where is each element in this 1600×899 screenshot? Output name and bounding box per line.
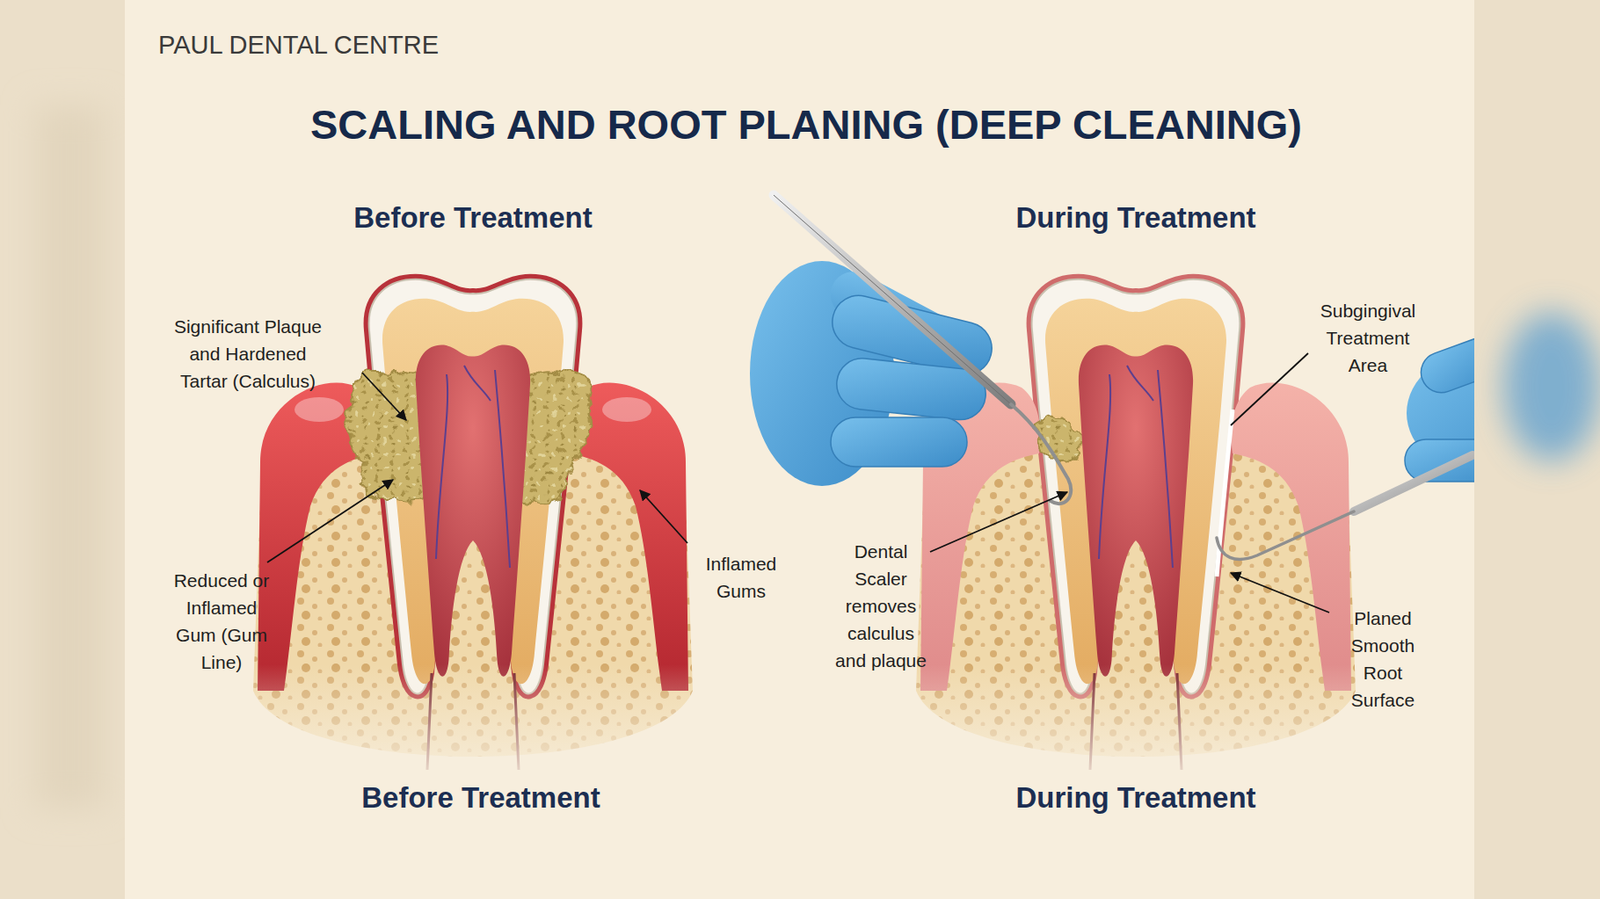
- periodontal-ligament: [1032, 279, 1241, 695]
- gloved-hand: [749, 261, 998, 487]
- enamel: [1032, 279, 1241, 695]
- nerve: [436, 365, 510, 568]
- scaler-tip: [1216, 511, 1354, 560]
- nerve: [1098, 365, 1173, 568]
- callout-label: Subgingival Treatment Area: [1310, 297, 1426, 379]
- scaler-handle: [773, 195, 1011, 405]
- leader-line: [930, 492, 1068, 553]
- gloved-hand: [1216, 327, 1475, 560]
- scaler-handle: [1353, 455, 1473, 512]
- scaler-tip: [1010, 404, 1071, 504]
- glove-thumb: [1415, 327, 1475, 399]
- dental-scaler: [773, 195, 1071, 504]
- gum-highlight: [294, 397, 344, 422]
- leader-line: [1230, 353, 1309, 426]
- callout-label: Reduced or Inflamed Gum (Gum Line): [169, 567, 274, 677]
- scaler-edge: [773, 195, 1011, 405]
- tooth-before: [235, 279, 711, 788]
- panel-caption: During Treatment: [933, 780, 1339, 816]
- side-blur-glove: [1503, 312, 1600, 462]
- leader-line: [362, 372, 407, 421]
- gum: [1231, 382, 1352, 691]
- leader-lines: [267, 353, 1330, 613]
- gum-highlight: [602, 397, 652, 422]
- panel-heading: Before Treatment: [270, 200, 676, 236]
- callout-label: Significant Plaque and Hardened Tartar (…: [164, 312, 332, 395]
- pocket: [1216, 409, 1233, 577]
- callout-label: Inflamed Gums: [697, 550, 786, 605]
- pulp: [415, 344, 531, 677]
- callout-label: Dental Scaler removes calculus and plaqu…: [830, 538, 932, 675]
- brand-name: PAUL DENTAL CENTRE: [158, 29, 651, 61]
- panel-heading: During Treatment: [933, 200, 1339, 236]
- callout-label: Planed Smooth Root Surface: [1342, 604, 1424, 714]
- fade: [235, 664, 711, 788]
- fade: [898, 664, 1374, 788]
- glove-finger: [830, 417, 968, 467]
- panel-caption: Before Treatment: [278, 780, 684, 816]
- leader-line: [267, 480, 393, 563]
- leader-line: [1230, 573, 1330, 613]
- leader-line: [640, 490, 688, 544]
- side-blur: [35, 105, 106, 809]
- title: SCALING AND ROOT PLANING (DEEP CLEANING): [146, 100, 1466, 150]
- panel: [124, 0, 1475, 899]
- pulp: [1078, 344, 1193, 677]
